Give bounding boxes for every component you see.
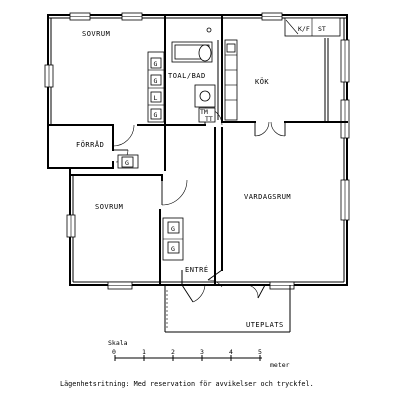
room-label-sovrum-top: SOVRUM [82, 30, 110, 38]
wardrobe-1 [150, 57, 162, 69]
room-labels: SOVRUM TOAL/BAD KÖK FÖRRÅD SOVRUM VARDAG… [76, 30, 291, 329]
wardrobe-2 [150, 74, 162, 86]
scale-tick-5: 5 [258, 348, 262, 356]
patio-outline [164, 285, 291, 333]
wardrobe-entry-1 [167, 221, 180, 234]
wardrobe-label-1: G [154, 60, 158, 68]
wardrobe-forrad: G [117, 154, 139, 169]
tm-label: TM [200, 108, 208, 116]
room-label-uteplats: UTEPLATS [246, 321, 284, 329]
kitchen-fixtures: K/F ST [224, 17, 341, 121]
room-label-vardagsrum: VARDAGSRUM [244, 193, 291, 201]
scale-tick-3: 3 [200, 348, 204, 356]
linen-label: L [154, 94, 158, 102]
wardrobe-3 [150, 108, 162, 120]
wardrobe-label-forrad: G [125, 159, 129, 167]
room-label-sovrum-bottom: SOVRUM [95, 203, 123, 211]
wardrobe-label-3: G [154, 111, 158, 119]
plan-caption: Lägenhetsritning: Med reservation för av… [60, 380, 314, 388]
scale-tick-2: 2 [171, 348, 175, 356]
scale-tick-1: 1 [142, 348, 146, 356]
stove-burners [226, 43, 236, 53]
wardrobe-label-2: G [154, 77, 158, 85]
wardrobe-entry-2 [167, 241, 180, 254]
windows [44, 12, 350, 290]
room-label-forrad: FÖRRÅD [76, 140, 104, 149]
toilet [198, 44, 212, 62]
fridge-freezer-label: K/F [298, 25, 310, 33]
room-label-entre: ENTRÉ [185, 265, 209, 274]
tt-label: TT [205, 115, 213, 123]
room-label-kok: KÖK [255, 77, 269, 86]
bathroom-drain [206, 27, 212, 33]
wardrobe-label-entry-1: G [171, 225, 175, 233]
scale-title: Skala [108, 339, 128, 347]
washer-dryer [198, 107, 216, 123]
wardrobe-label-entry-2: G [171, 245, 175, 253]
wardrobes-top-bedroom: G G L G [147, 51, 165, 123]
wardrobes-entry: G G [162, 217, 184, 261]
interior-walls [47, 14, 348, 286]
scale-tick-0: 0 [112, 348, 116, 356]
room-label-toalbad: TOAL/BAD [168, 72, 206, 80]
linen-cabinet [150, 91, 162, 103]
bathroom-fixtures: TM TT [171, 27, 216, 123]
pantry-label: ST [318, 25, 326, 33]
scale-unit: meter [270, 361, 290, 369]
scale-bar: Skala 0 1 2 3 4 5 meter [108, 339, 290, 369]
scale-tick-4: 4 [229, 348, 233, 356]
